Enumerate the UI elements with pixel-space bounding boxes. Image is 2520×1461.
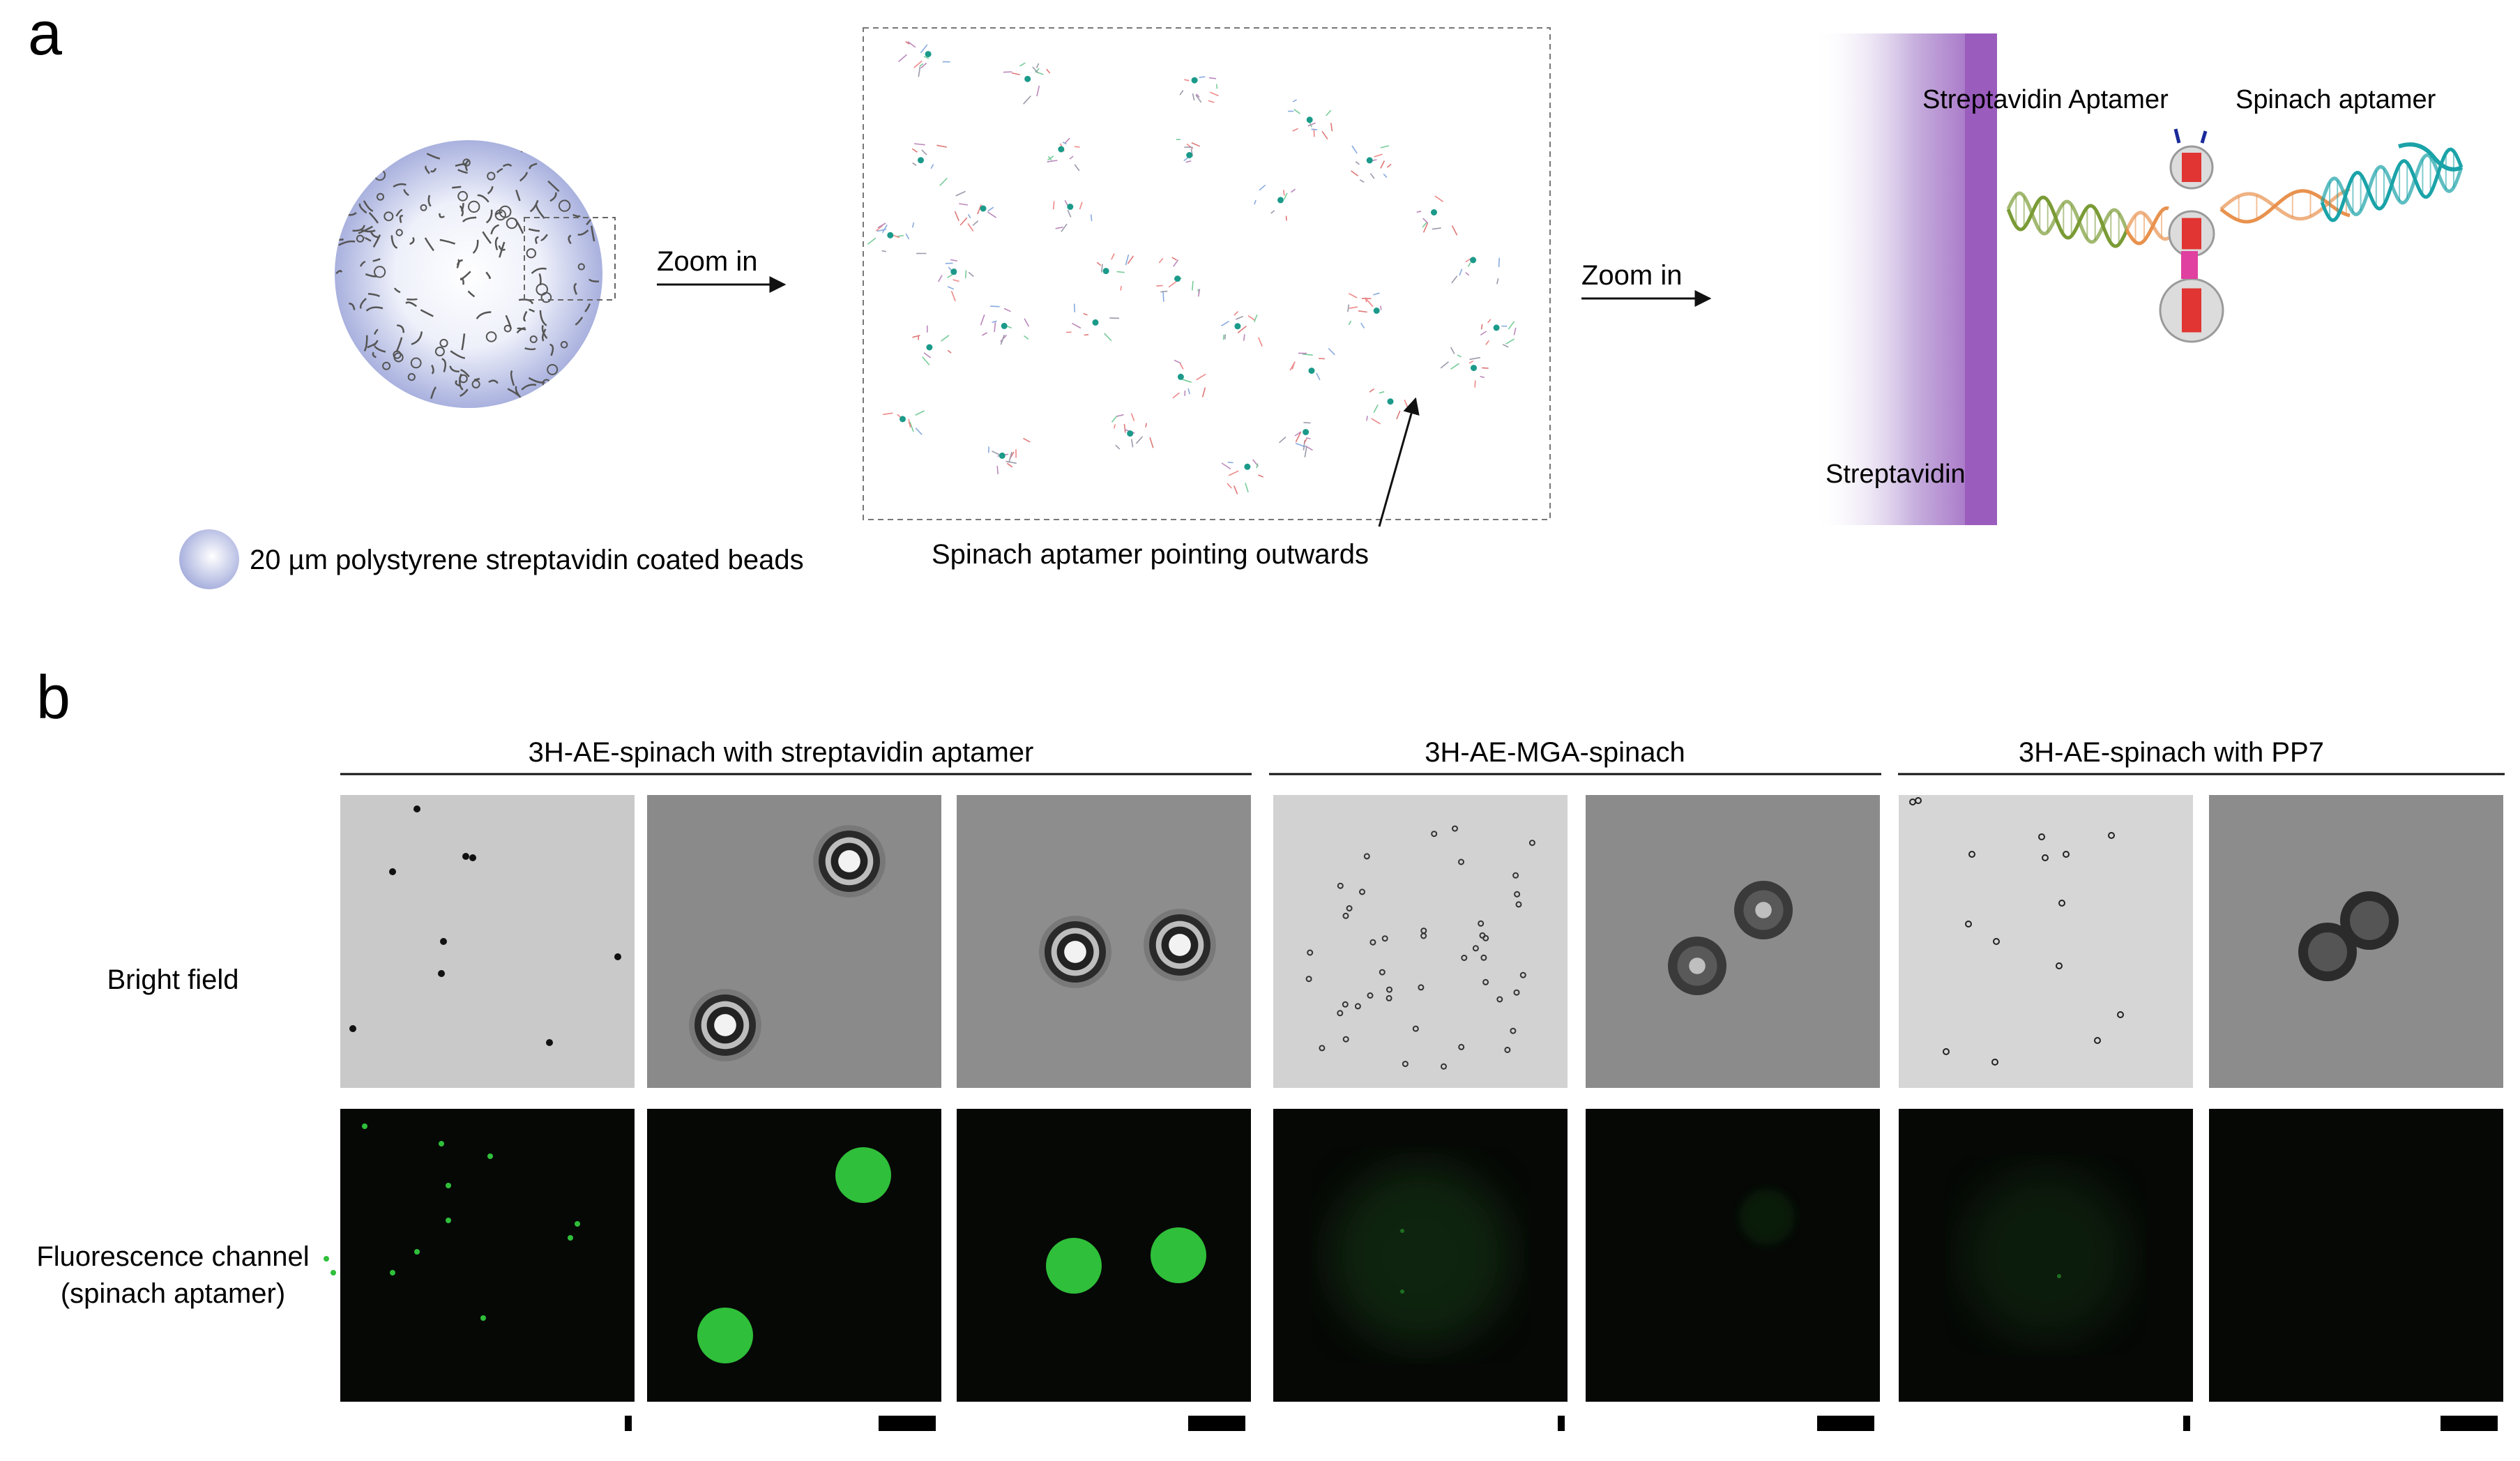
micrograph-grid	[324, 795, 2503, 1431]
group-title-1: 3H-AE-spinach with streptavidin aptamer	[529, 737, 1034, 768]
bead-illustration	[335, 140, 616, 408]
bead-legend-icon	[179, 529, 239, 589]
aptamer-structure	[2006, 128, 2464, 343]
row-label-bright-field: Bright field	[107, 964, 239, 995]
zoom-in-label-2: Zoom in	[1581, 260, 1683, 291]
panel-b-label: b	[36, 663, 70, 732]
row-label-fluorescence: Fluorescence channel	[36, 1241, 309, 1272]
streptavidin-label: Streptavidin	[1826, 460, 1966, 489]
streptavidin-surface	[1813, 33, 1997, 525]
group-title-2: 3H-AE-MGA-spinach	[1425, 737, 1685, 768]
zoom-in-label-1: Zoom in	[657, 246, 758, 277]
pointer-arrow	[1378, 397, 1420, 527]
bead-legend-text: 20 µm polystyrene streptavidin coated be…	[250, 545, 804, 575]
zoom-region-box	[524, 217, 616, 301]
strep-aptamer-label: Streptavidin Aptamer	[1922, 85, 2169, 114]
molecule-surface-box	[863, 27, 1551, 527]
group-title-3: 3H-AE-spinach with PP7	[2019, 737, 2324, 768]
row-label-fluorescence-sub: (spinach aptamer)	[61, 1278, 285, 1309]
panel-a-label: a	[28, 0, 62, 68]
spinach-aptamer-label: Spinach aptamer	[2236, 85, 2436, 114]
pointer-label: Spinach aptamer pointing outwards	[932, 539, 1369, 570]
